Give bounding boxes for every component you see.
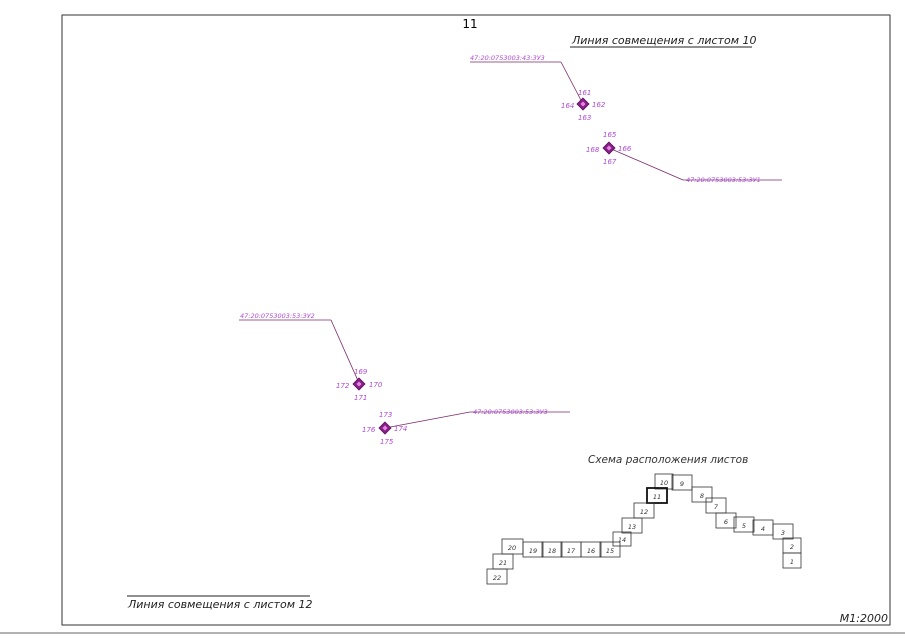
svg-text:1: 1: [790, 558, 794, 566]
parcel-marker: [378, 421, 392, 435]
scheme-sheet: 4: [752, 519, 774, 536]
point-label: 167: [603, 158, 617, 166]
point-label: 176: [362, 426, 376, 434]
point-label: 161: [578, 89, 591, 97]
scheme-sheet: 19: [522, 541, 544, 558]
point-label: 165: [603, 131, 617, 139]
scheme-sheet: 13: [621, 517, 643, 534]
scheme-sheet: 18: [541, 541, 563, 558]
parcel-leader-line: [384, 411, 471, 429]
cadastral-label: 47:20:0753003:53:ЗУ2: [240, 312, 315, 320]
scheme-sheet: 8: [691, 486, 713, 503]
svg-text:19: 19: [529, 547, 537, 555]
scheme-sheet-current: 11: [646, 487, 668, 504]
parcel-group: 47:20:0753003:53:ЗУ3 173 174 175 176: [362, 408, 570, 446]
svg-text:6: 6: [724, 518, 728, 526]
parcel-leader-line: [330, 319, 360, 384]
point-label: 173: [379, 411, 392, 419]
scheme-sheet: 21: [492, 553, 514, 570]
svg-text:22: 22: [493, 574, 501, 582]
sheet-number: 11: [462, 17, 477, 31]
scale-label: М1:2000: [840, 612, 888, 625]
svg-text:3: 3: [781, 529, 785, 537]
scheme-sheet: 20: [501, 538, 524, 555]
scheme-sheet: 1: [782, 552, 802, 569]
parcel-group: 47:20:0753003:53:ЗУ1 165 166 167 168: [586, 131, 782, 184]
scheme-sheet: 16: [580, 541, 602, 558]
svg-text:4: 4: [761, 525, 765, 533]
point-label: 164: [561, 102, 574, 110]
scheme-sheet: 17: [560, 541, 582, 558]
svg-text:13: 13: [628, 523, 636, 531]
point-label: 168: [586, 146, 600, 154]
point-label: 172: [336, 382, 350, 390]
svg-text:5: 5: [742, 522, 746, 530]
scheme-sheet: 22: [486, 568, 508, 585]
parcel-marker: [576, 97, 590, 111]
match-line-bottom-label: Линия совмещения с листом 12: [127, 598, 313, 611]
point-label: 171: [354, 394, 367, 402]
scheme-sheet: 2: [782, 537, 802, 554]
svg-text:17: 17: [567, 547, 576, 555]
parcel-leader-line: [608, 147, 684, 181]
scheme-sheet: 5: [733, 516, 755, 533]
scheme-sheet: 14: [612, 531, 632, 547]
cadastral-label: 47:20:0753003:53:ЗУ1: [686, 176, 761, 184]
parcel-marker: [352, 377, 366, 391]
svg-text:8: 8: [700, 492, 704, 500]
svg-text:2: 2: [790, 543, 794, 551]
scheme-sheet: 7: [705, 497, 727, 514]
svg-text:11: 11: [653, 493, 661, 501]
svg-text:12: 12: [640, 508, 648, 516]
point-label: 170: [369, 381, 383, 389]
svg-text:21: 21: [499, 559, 507, 567]
svg-text:18: 18: [548, 547, 556, 555]
point-label: 175: [380, 438, 394, 446]
svg-text:10: 10: [660, 479, 668, 487]
point-label: 169: [354, 368, 368, 376]
point-label: 174: [394, 425, 407, 433]
scheme-sheet: 12: [633, 502, 655, 519]
svg-text:9: 9: [680, 480, 684, 488]
svg-text:14: 14: [618, 536, 626, 544]
svg-text:7: 7: [714, 503, 719, 511]
cadastral-label: 47:20:0753003:53:ЗУ3: [473, 408, 548, 416]
point-label: 163: [578, 114, 591, 122]
parcel-leader-line: [560, 61, 584, 105]
sheet-frame: [61, 14, 891, 626]
scheme-sheet: 10: [654, 473, 674, 490]
svg-text:16: 16: [587, 547, 595, 555]
point-label: 166: [618, 145, 632, 153]
cadastral-label: 47:20:0753003:43:ЗУ3: [470, 54, 545, 62]
parcel-group: 47:20:0753003:43:ЗУ3 161 162 163 164: [470, 54, 606, 122]
parcel-group: 47:20:0753003:53:ЗУ2 169 170 171 172: [239, 312, 383, 402]
scheme-sheet: 9: [671, 474, 693, 491]
svg-text:20: 20: [508, 544, 516, 552]
scheme-title: Схема расположения листов: [588, 454, 748, 466]
scheme-sheet: 6: [715, 512, 737, 529]
match-line-top-label: Линия совмещения с листом 10: [571, 34, 757, 47]
svg-text:15: 15: [606, 547, 614, 555]
point-label: 162: [592, 101, 606, 109]
scheme-sheet: 15: [599, 541, 621, 558]
parcel-marker: [602, 141, 616, 155]
scheme-sheet: 3: [772, 523, 794, 540]
